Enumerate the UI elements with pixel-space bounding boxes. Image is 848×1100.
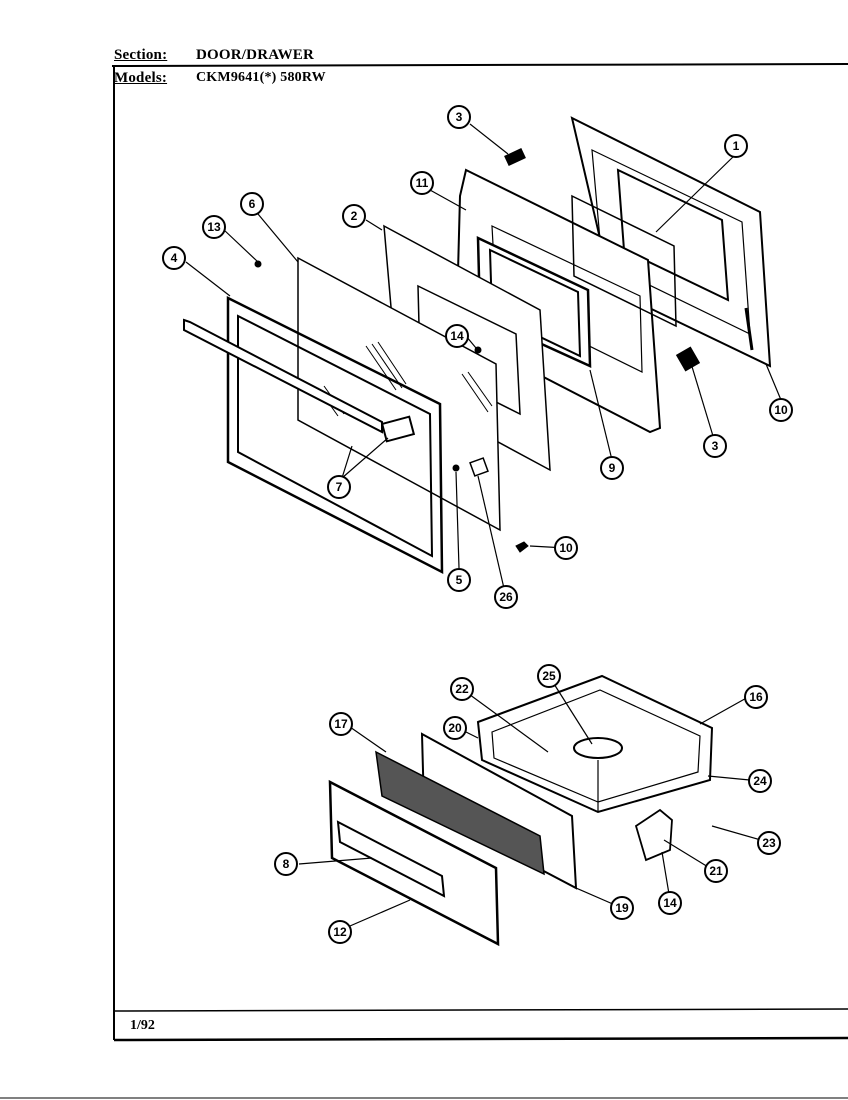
svg-text:10: 10 (559, 541, 573, 555)
callout-10-lower: 10 (554, 536, 578, 560)
svg-text:21: 21 (709, 864, 723, 878)
callout-17: 17 (329, 712, 353, 736)
door-handle-bar (183, 318, 416, 443)
svg-text:9: 9 (609, 461, 616, 475)
svg-text:14: 14 (450, 329, 464, 343)
svg-text:13: 13 (207, 220, 221, 234)
leader-lines (185, 123, 782, 930)
callout-4: 4 (162, 246, 186, 270)
front-glass-panel (297, 256, 501, 532)
svg-text:3: 3 (456, 110, 463, 124)
drawer-front-panel (328, 779, 500, 947)
callout-10-right: 10 (769, 398, 793, 422)
callout-11: 11 (410, 171, 434, 195)
page-frame (0, 63, 848, 1099)
svg-text:24: 24 (753, 774, 767, 788)
svg-text:25: 25 (542, 669, 556, 683)
svg-text:26: 26 (499, 590, 513, 604)
callout-6: 6 (240, 192, 264, 216)
inner-glass (571, 194, 677, 328)
callout-23: 23 (757, 831, 781, 855)
callout-16: 16 (744, 685, 768, 709)
svg-text:5: 5 (456, 573, 463, 587)
callout-14-door: 14 (445, 324, 469, 348)
callout-9: 9 (600, 456, 624, 480)
callout-5: 5 (447, 568, 471, 592)
svg-text:16: 16 (749, 690, 763, 704)
drawer-insulation (375, 750, 545, 876)
section-value: DOOR/DRAWER (196, 47, 315, 63)
callout-24: 24 (748, 769, 772, 793)
drawer-bracket (634, 808, 673, 862)
svg-text:23: 23 (762, 836, 776, 850)
svg-text:7: 7 (336, 480, 343, 494)
svg-text:20: 20 (448, 721, 462, 735)
callout-25: 25 (537, 664, 561, 688)
svg-text:12: 12 (333, 925, 347, 939)
callout-14-drawer: 14 (658, 891, 682, 915)
svg-text:6: 6 (249, 197, 256, 211)
callout-3-top: 3 (447, 105, 471, 129)
callout-19: 19 (610, 896, 634, 920)
door-frame (226, 295, 444, 575)
svg-text:8: 8 (283, 857, 290, 871)
callout-22: 22 (450, 677, 474, 701)
svg-text:17: 17 (334, 717, 348, 731)
svg-text:4: 4 (171, 251, 178, 265)
callout-7: 7 (327, 475, 351, 499)
callout-21: 21 (704, 859, 728, 883)
models-label: Models: (114, 70, 168, 86)
callout-3-right: 3 (703, 434, 727, 458)
svg-text:19: 19 (615, 901, 629, 915)
drawer-body (476, 674, 714, 814)
section-heading: Section: DOOR/DRAWER (114, 47, 314, 64)
svg-text:14: 14 (663, 896, 677, 910)
svg-text:2: 2 (351, 209, 358, 223)
svg-text:1: 1 (733, 139, 740, 153)
section-label: Section: (114, 47, 168, 63)
outer-door-panel (570, 116, 772, 368)
svg-text:11: 11 (416, 176, 429, 190)
svg-text:10: 10 (774, 403, 788, 417)
svg-text:3: 3 (712, 439, 719, 453)
models-value: CKM9641(*) 580RW (196, 70, 326, 85)
callout-20: 20 (443, 716, 467, 740)
callout-12: 12 (328, 920, 352, 944)
svg-text:22: 22 (455, 682, 469, 696)
callout-8: 8 (274, 852, 298, 876)
callout-1: 1 (724, 134, 748, 158)
revision-date: 1/92 (130, 1018, 155, 1033)
small-hardware (254, 148, 701, 553)
callout-26: 26 (494, 585, 518, 609)
models-heading: Models: CKM9641(*) 580RW (114, 70, 326, 87)
callout-13: 13 (202, 215, 226, 239)
callout-2: 2 (342, 204, 366, 228)
